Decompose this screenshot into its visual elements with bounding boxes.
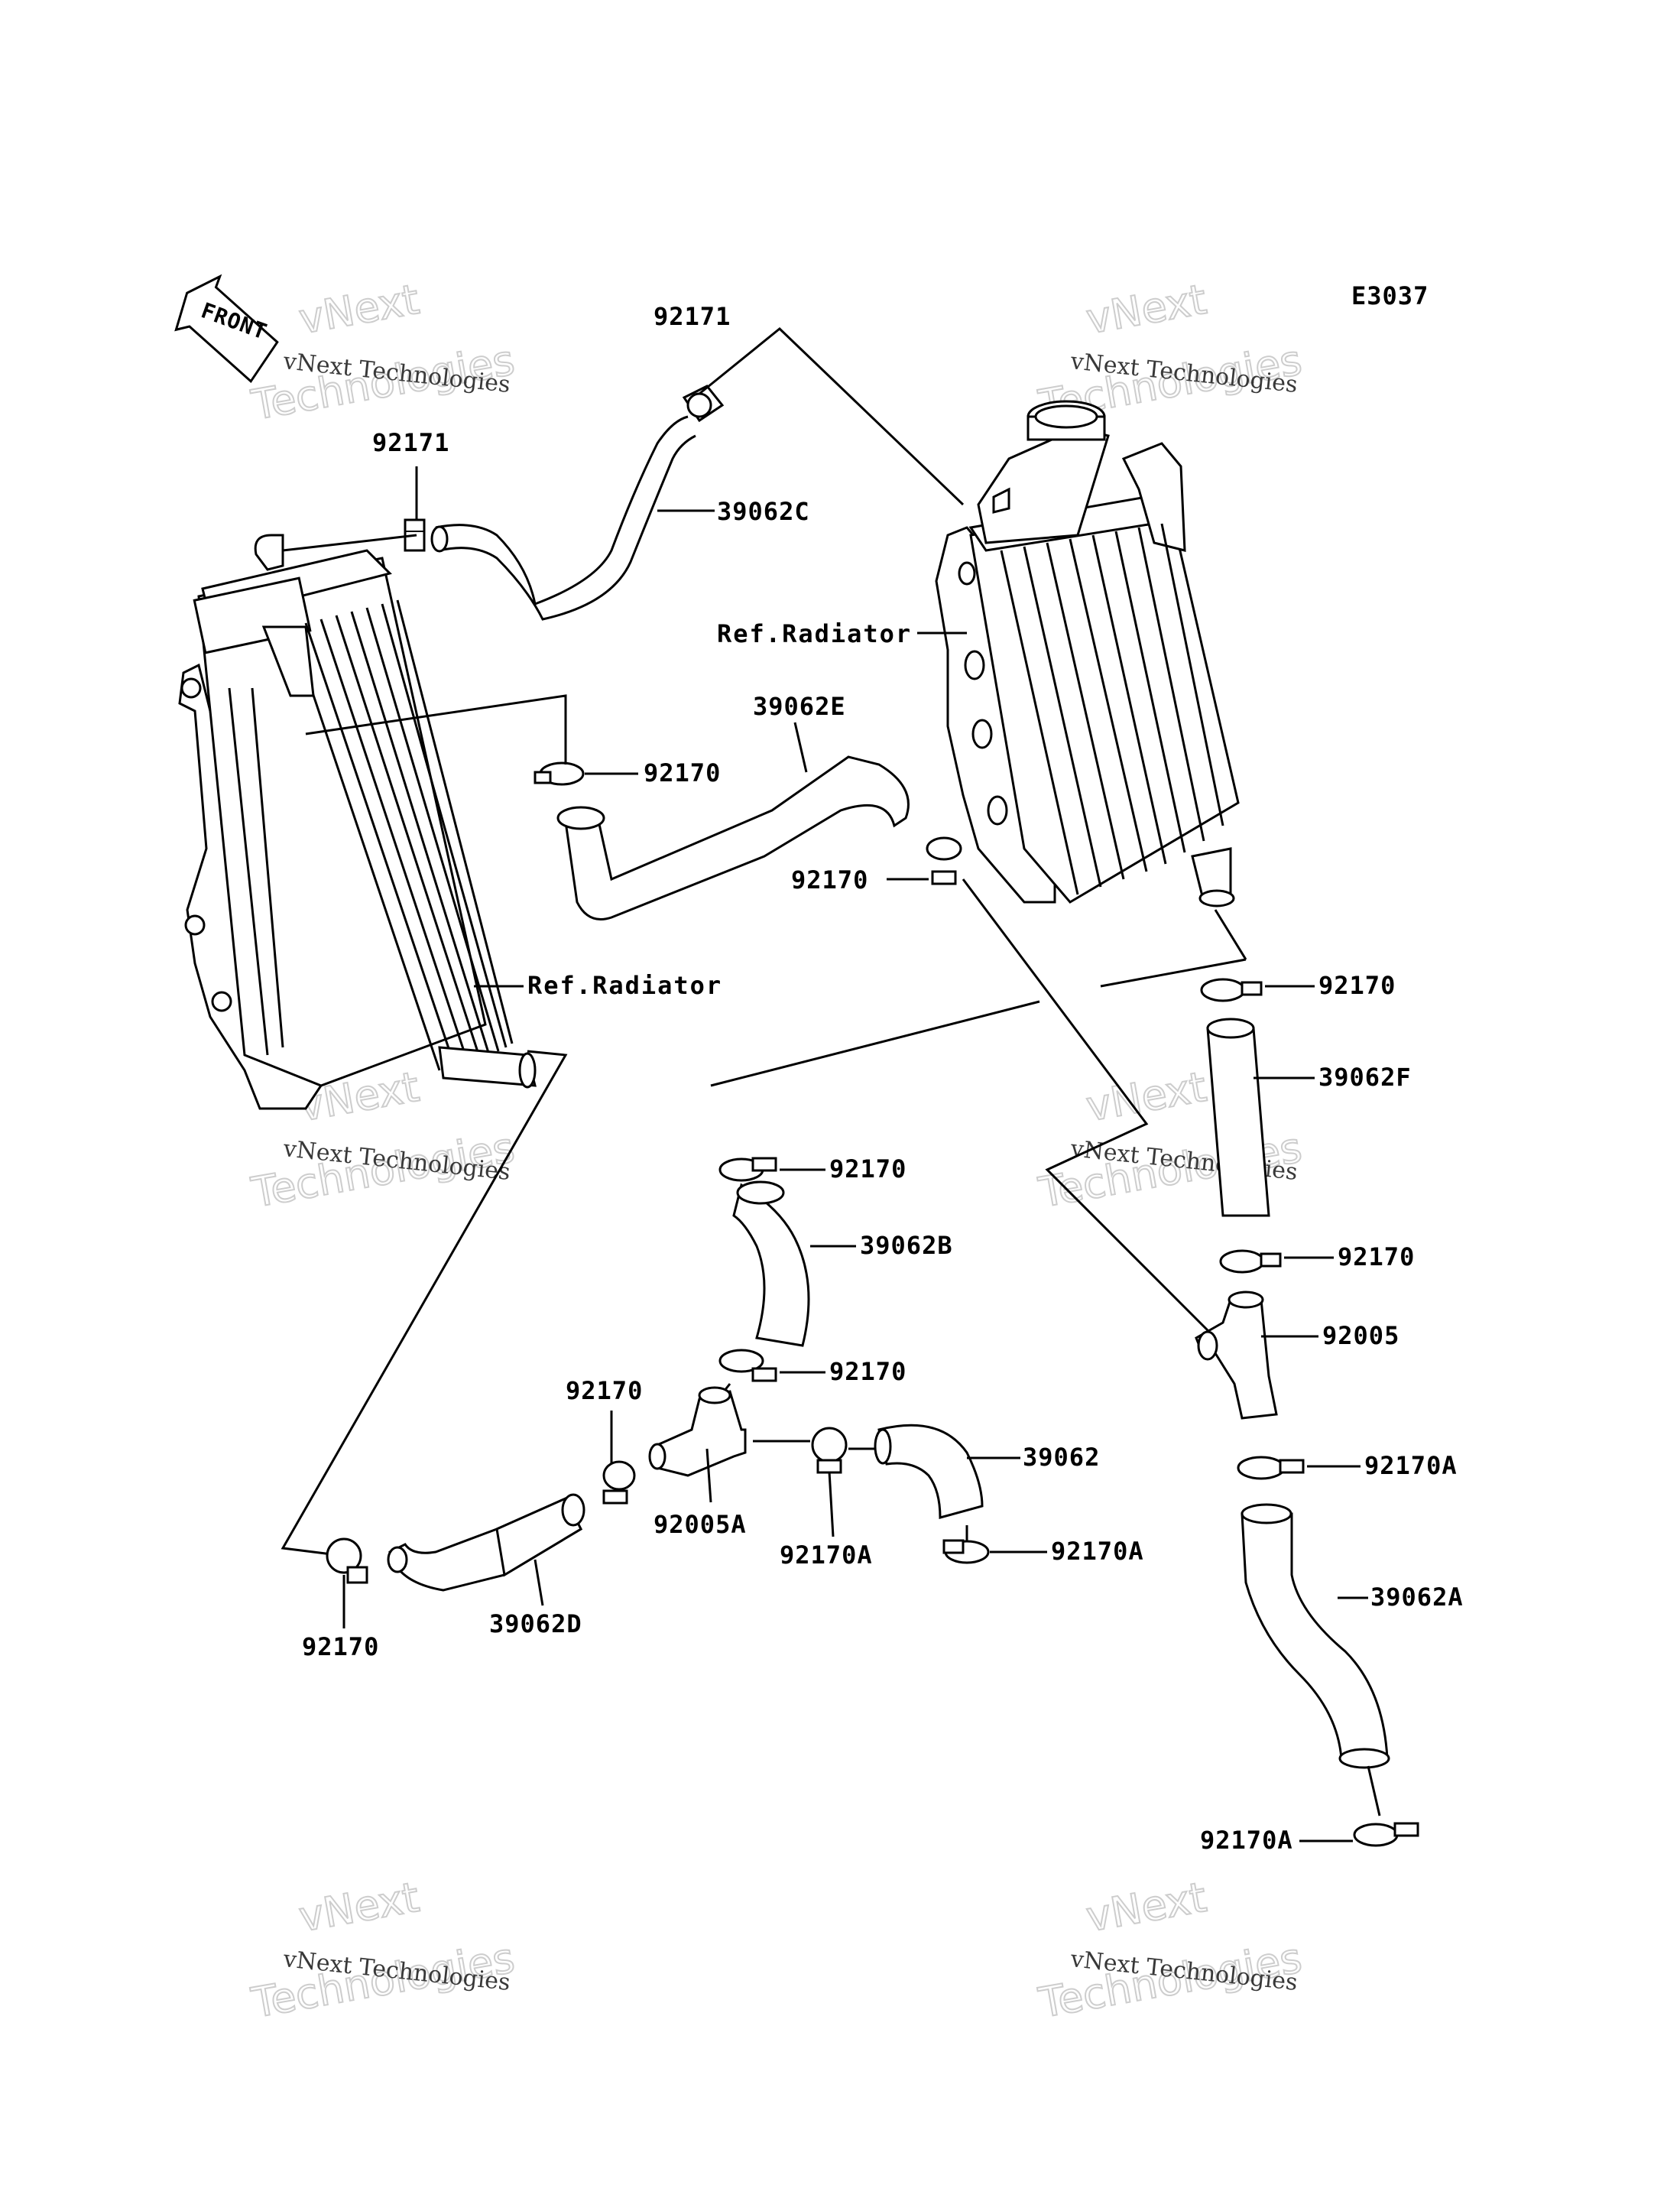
front-arrow-icon: FRONT bbox=[174, 274, 279, 384]
label-92171-left: 92171 bbox=[372, 428, 449, 457]
watermark-big: vNext bbox=[1083, 1873, 1210, 1941]
clamp-92170A-a bbox=[1237, 1456, 1305, 1480]
hose-39062C-outline bbox=[435, 415, 689, 606]
label-92170A-b: 92170A bbox=[780, 1541, 873, 1570]
fitting-92005A bbox=[648, 1386, 747, 1477]
label-39062A: 39062A bbox=[1370, 1583, 1464, 1612]
label-39062F: 39062F bbox=[1318, 1063, 1412, 1092]
fitting-92005 bbox=[1195, 1291, 1278, 1420]
label-92170A-d: 92170A bbox=[1200, 1826, 1293, 1855]
clamp-92170-e bbox=[718, 1157, 777, 1182]
label-92171-top: 92171 bbox=[654, 302, 731, 331]
label-39062B: 39062B bbox=[860, 1231, 953, 1260]
label-39062C: 39062C bbox=[717, 497, 810, 526]
hose-39062E bbox=[556, 755, 910, 920]
left-radiator bbox=[178, 534, 537, 1110]
clamp-92170A-b bbox=[811, 1427, 848, 1474]
watermark-big: vNext bbox=[1083, 1063, 1210, 1131]
clamp-92170-c bbox=[1200, 978, 1263, 1002]
hose-39062C-end bbox=[430, 525, 449, 553]
watermark-big: vNext bbox=[1083, 275, 1210, 343]
label-ref-radiator-right: Ref.Radiator bbox=[717, 619, 912, 648]
label-ref-radiator-left: Ref.Radiator bbox=[527, 971, 722, 1000]
clamp-92170-f bbox=[718, 1349, 777, 1382]
hose-39062F bbox=[1206, 1018, 1270, 1217]
label-92170-h: 92170 bbox=[302, 1632, 379, 1661]
label-92005A: 92005A bbox=[654, 1510, 747, 1539]
label-92170-e: 92170 bbox=[1338, 1242, 1415, 1271]
label-92170-d: 92170 bbox=[829, 1154, 906, 1183]
clamp-92170-h bbox=[326, 1537, 368, 1584]
clamp-92170-b bbox=[926, 836, 962, 885]
label-92170-a: 92170 bbox=[644, 758, 721, 787]
hose-39062B bbox=[732, 1180, 810, 1347]
label-92005: 92005 bbox=[1322, 1321, 1399, 1350]
right-radiator bbox=[935, 400, 1240, 907]
diagram-code: E3037 bbox=[1351, 281, 1429, 310]
hose-39062A bbox=[1241, 1503, 1390, 1769]
clamp-92170-d bbox=[1219, 1249, 1282, 1274]
label-92170-g: 92170 bbox=[566, 1376, 643, 1405]
clamp-92170A-c bbox=[942, 1539, 990, 1564]
label-92170-b: 92170 bbox=[791, 865, 868, 894]
hose-39062D bbox=[387, 1493, 585, 1592]
watermark-big: vNext bbox=[296, 1873, 423, 1941]
clamp-92170-g bbox=[602, 1460, 636, 1505]
clamp-92171-top bbox=[682, 385, 725, 423]
clamp-92170A-d bbox=[1353, 1822, 1419, 1847]
clamp-92170-a bbox=[534, 761, 585, 786]
label-92170-c: 92170 bbox=[1318, 971, 1396, 1000]
label-92170A-a: 92170A bbox=[1364, 1451, 1458, 1480]
hose-39062 bbox=[874, 1424, 984, 1519]
label-92170-f: 92170 bbox=[829, 1357, 906, 1386]
label-39062D: 39062D bbox=[489, 1609, 582, 1638]
leader-92171-top bbox=[699, 327, 965, 506]
label-39062E: 39062E bbox=[753, 692, 846, 721]
label-92170A-c: 92170A bbox=[1051, 1537, 1144, 1566]
label-39062: 39062 bbox=[1023, 1443, 1100, 1472]
watermark-big: vNext bbox=[296, 275, 423, 343]
